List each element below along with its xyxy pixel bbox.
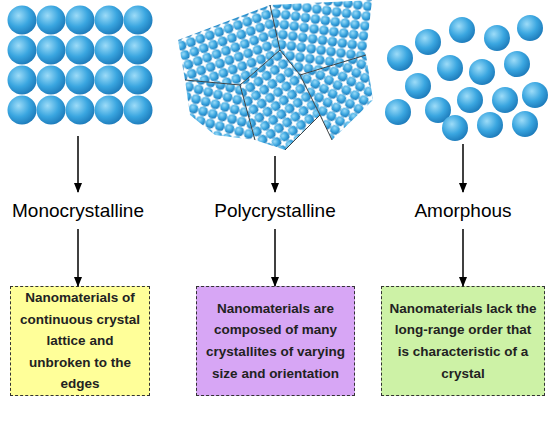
definition-box: Nanomaterials of continuous crystal latt… [10, 286, 150, 396]
amorphous-particles [385, 15, 548, 141]
polycrystal-grains [178, 0, 373, 150]
definition-box: Nanomaterials lack the long-range order … [381, 286, 545, 396]
label-text: Monocrystalline [12, 200, 144, 222]
flow-arrow [462, 229, 464, 286]
class-label: Amorphous [385, 196, 541, 226]
box-text: Nanomaterials lack the long-range order … [388, 298, 538, 384]
class-label: Monocrystalline [0, 196, 156, 226]
flow-arrow [274, 229, 276, 286]
pointer-arrow [78, 136, 463, 192]
label-text: Amorphous [414, 200, 511, 222]
label-text: Polycrystalline [214, 200, 335, 222]
box-text: Nanomaterials of continuous crystal latt… [17, 287, 143, 395]
monocrystal-lattice [8, 6, 153, 125]
definition-box: Nanomaterials are composed of many cryst… [196, 286, 355, 396]
flow-arrow [77, 229, 79, 286]
box-text: Nanomaterials are composed of many cryst… [203, 298, 348, 384]
class-label: Polycrystalline [195, 196, 355, 226]
